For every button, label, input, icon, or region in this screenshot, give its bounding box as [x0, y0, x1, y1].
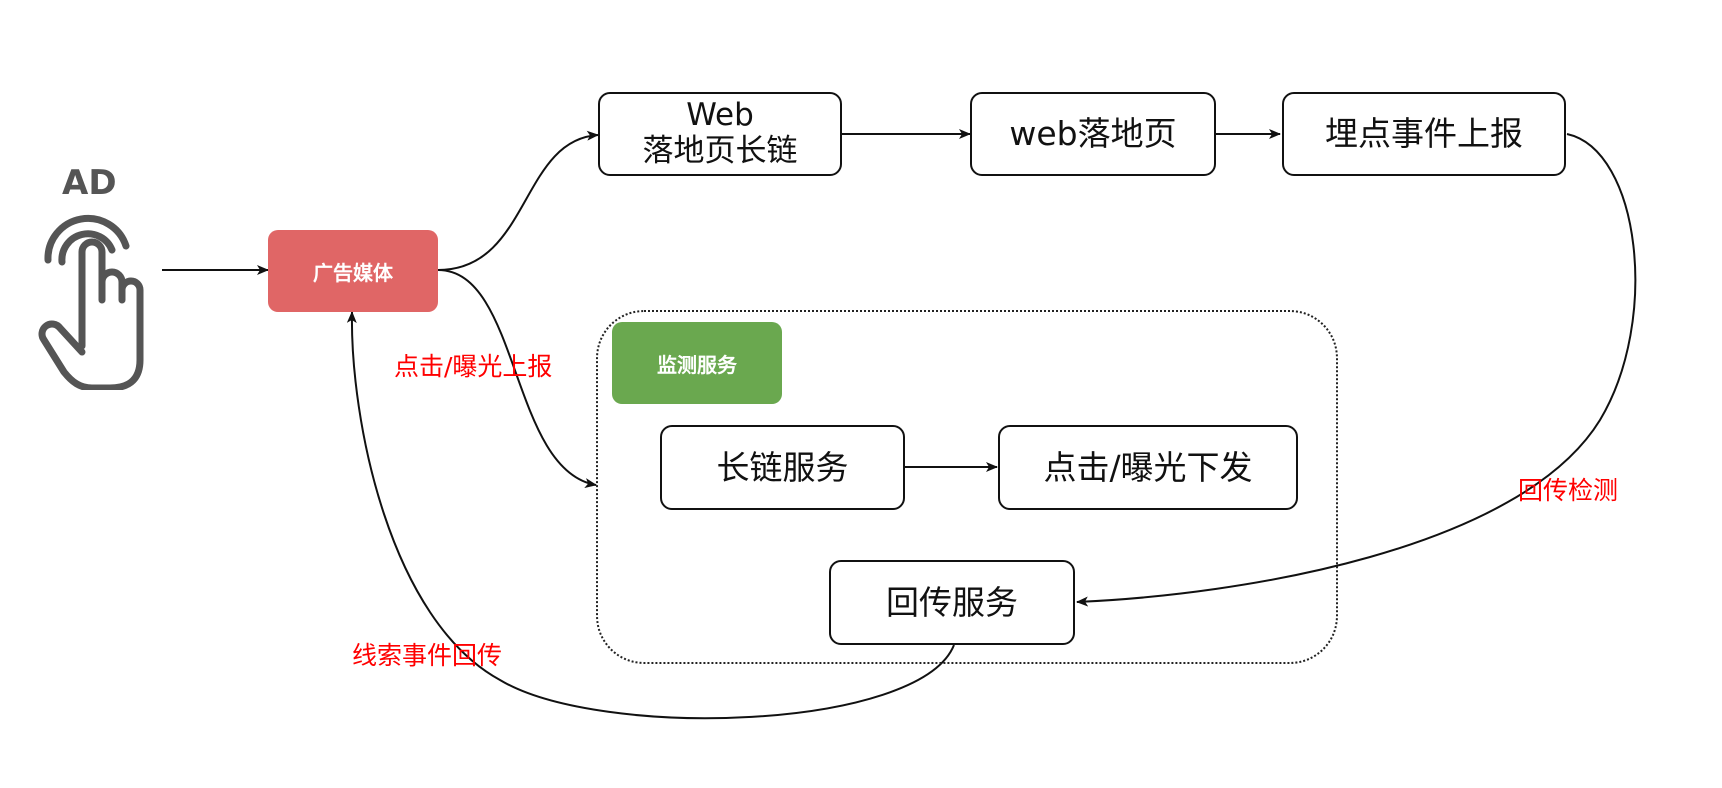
- arrow-media-to-web-long-link: [437, 130, 599, 271]
- ad-label: AD: [62, 163, 117, 203]
- edge-label-lead-callback: 线索事件回传: [352, 641, 503, 670]
- edge-label-click-report: 点击/曝光上报: [394, 352, 553, 381]
- long-link-service-node[interactable]: 长链服务: [660, 425, 905, 510]
- web-landing-page-node[interactable]: web落地页: [970, 92, 1216, 176]
- edge-label-callback-check: 回传检测: [1518, 476, 1619, 505]
- tracking-event-report-node[interactable]: 埋点事件上报: [1282, 92, 1566, 176]
- ad-media-node[interactable]: 广告媒体: [268, 230, 438, 312]
- click-exposure-dispatch-node[interactable]: 点击/曝光下发: [998, 425, 1298, 510]
- callback-service-node[interactable]: 回传服务: [829, 560, 1075, 645]
- monitor-service-node[interactable]: 监测服务: [612, 322, 782, 404]
- arrow-tracking-to-callback-service: [1076, 133, 1637, 607]
- web-long-link-node[interactable]: Web 落地页长链: [598, 92, 842, 176]
- ad-click-icon: AD: [30, 150, 160, 392]
- arrow-callback-service-to-media: [346, 311, 955, 720]
- monitor-service-group: [596, 310, 1338, 664]
- tap-finger-icon: [38, 214, 144, 392]
- arrow-media-to-monitor-group: [437, 269, 597, 489]
